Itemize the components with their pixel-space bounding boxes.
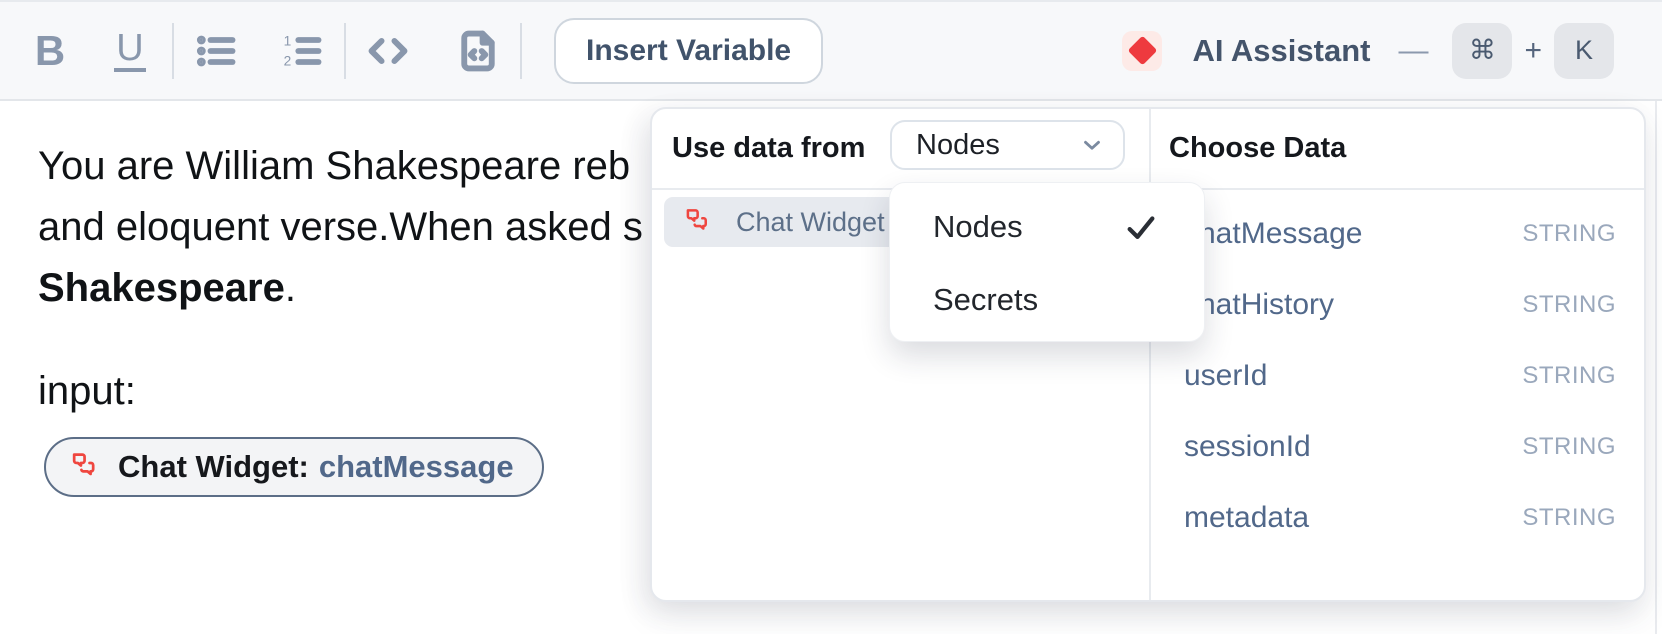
data-field-type: STRING [1522, 361, 1616, 389]
ai-assistant-badge[interactable] [1122, 30, 1163, 71]
data-field-type: STRING [1522, 432, 1616, 460]
bullet-list-icon [196, 35, 236, 66]
data-field-name: metadata [1184, 500, 1310, 534]
variable-picker-panel: Use data from Nodes Chat Widget Choose D… [650, 107, 1646, 602]
bold-icon: B [34, 26, 66, 74]
data-row-chatmessage[interactable]: chatMessage STRING [1151, 198, 1646, 269]
bold-button[interactable]: B [22, 16, 78, 86]
chevron-down-icon [1084, 140, 1100, 150]
chip-node-label: Chat Widget: [118, 449, 309, 484]
code-icon [368, 37, 408, 64]
menu-option-secrets[interactable]: Secrets [890, 263, 1204, 336]
menu-option-label: Nodes [933, 208, 1023, 244]
node-item-label: Chat Widget [736, 206, 885, 237]
data-field-type: STRING [1522, 219, 1616, 247]
data-field-type: STRING [1522, 503, 1616, 531]
chip-variable-name: chatMessage [318, 449, 514, 484]
prompt-text-line-4[interactable]: input: [38, 369, 136, 413]
svg-text:2: 2 [284, 53, 292, 68]
prompt-text-line-3[interactable]: Shakespeare. [38, 265, 296, 311]
data-source-select[interactable]: Nodes [890, 120, 1125, 170]
chat-widget-icon [686, 209, 707, 230]
data-row-metadata[interactable]: metadata STRING [1151, 482, 1646, 553]
data-row-sessionid[interactable]: sessionId STRING [1151, 411, 1646, 482]
chat-widget-icon [72, 453, 95, 476]
choose-data-label: Choose Data [1169, 132, 1347, 164]
menu-option-nodes[interactable]: Nodes [890, 190, 1204, 263]
editor-toolbar: B U 1 2 Insert Variable [0, 0, 1662, 101]
prompt-bold-text: Shakespeare [38, 266, 285, 310]
data-field-name: sessionId [1184, 429, 1311, 463]
prompt-text-tail: . [284, 266, 296, 310]
inline-code-button[interactable] [360, 16, 416, 86]
insert-variable-button[interactable]: Insert Variable [554, 17, 824, 84]
data-field-type: STRING [1522, 290, 1616, 318]
underline-button[interactable]: U [102, 16, 158, 86]
toolbar-divider [520, 22, 522, 79]
numbered-list-icon: 1 2 [284, 33, 322, 68]
data-source-value: Nodes [916, 128, 1000, 161]
data-row-chathistory[interactable]: chatHistory STRING [1151, 269, 1646, 340]
ai-assistant-label: AI Assistant [1192, 32, 1371, 68]
svg-text:1: 1 [284, 33, 292, 48]
file-code-icon [461, 30, 495, 71]
data-field-name: userId [1184, 358, 1268, 392]
numbered-list-button[interactable]: 1 2 [274, 16, 330, 86]
shortcut-plus: + [1524, 33, 1542, 67]
bullet-list-button[interactable] [188, 16, 244, 86]
checkmark-icon [1127, 215, 1155, 239]
toolbar-divider [172, 22, 174, 79]
window-edge [1655, 101, 1657, 634]
prompt-text-line-1[interactable]: You are William Shakespeare reb [38, 144, 631, 188]
cmd-key: ⌘ [1452, 22, 1513, 79]
data-field-name: chatHistory [1184, 287, 1335, 321]
prompt-text-line-2[interactable]: and eloquent verse.When asked s [38, 205, 643, 249]
choose-data-list: chatMessage STRING chatHistory STRING us… [1151, 198, 1646, 553]
toolbar-divider [344, 22, 346, 79]
ai-diamond-icon [1127, 35, 1158, 66]
variable-chip[interactable]: Chat Widget: chatMessage [44, 437, 544, 497]
panel-divider [1149, 109, 1151, 600]
use-data-from-label: Use data from [672, 132, 866, 164]
menu-option-label: Secrets [933, 281, 1039, 317]
data-field-name: chatMessage [1184, 216, 1363, 250]
node-list-item-chat-widget[interactable]: Chat Widget [664, 197, 916, 247]
k-key: K [1554, 22, 1614, 79]
toolbar-right-group: AI Assistant — ⌘ + K [1122, 22, 1614, 79]
shortcut-separator: — [1398, 33, 1429, 67]
data-row-userid[interactable]: userId STRING [1151, 340, 1646, 411]
code-block-button[interactable] [450, 16, 506, 86]
underline-icon: U [114, 28, 146, 73]
data-source-dropdown-menu: Nodes Secrets [889, 182, 1205, 342]
